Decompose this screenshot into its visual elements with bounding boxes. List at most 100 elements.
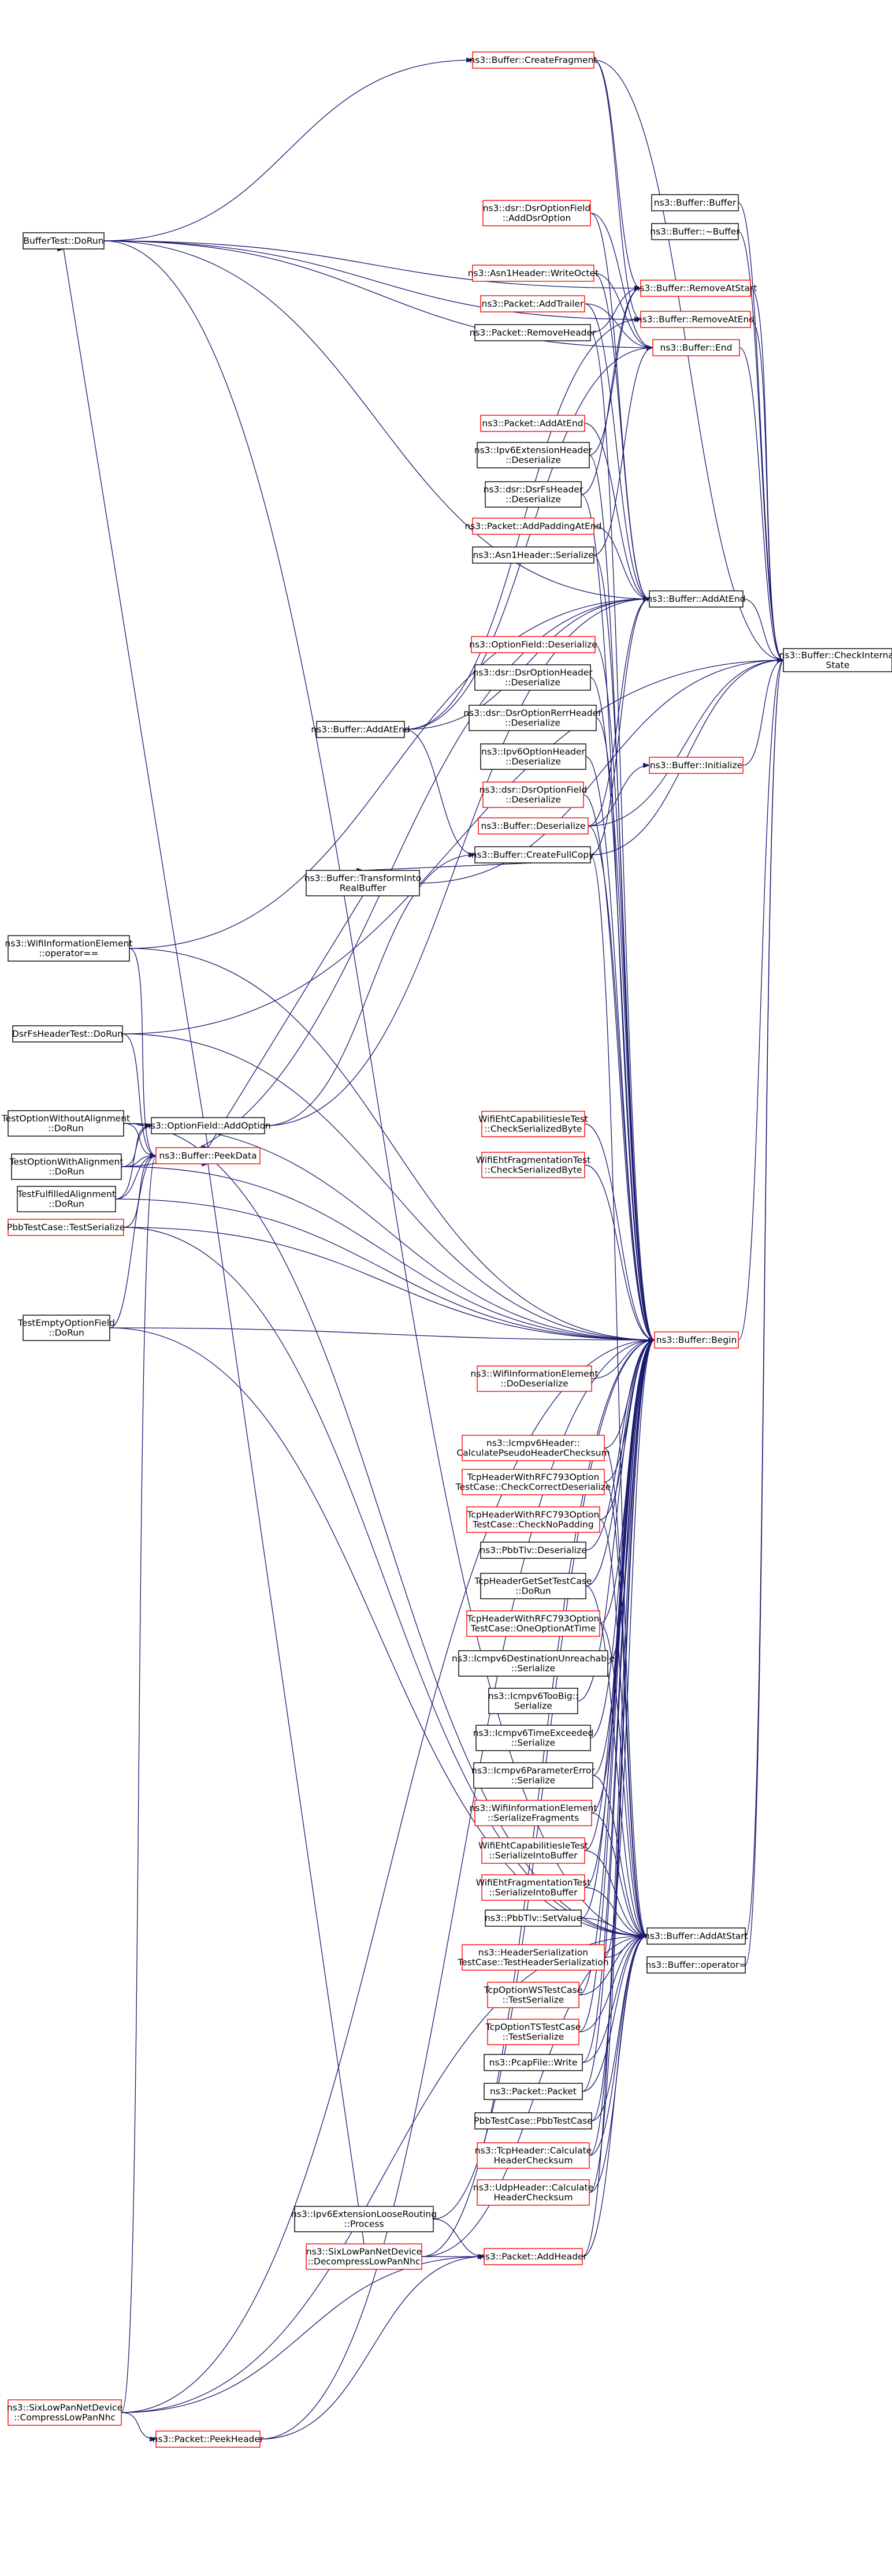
node-sixlow-compress[interactable]: ns3::SixLowPanNetDevice::CompressLowPanN…: [7, 2399, 122, 2426]
node-pbbtlv-setvalue[interactable]: ns3::PbbTlv::SetValue: [485, 1909, 582, 1927]
node-icmpv6-time-exceeded[interactable]: ns3::Icmpv6TimeExceeded::Serialize: [473, 1725, 594, 1751]
edge-wifiinfo-opeq-to-peek-data: [129, 948, 157, 1156]
node-tcp-rfc-check-correct[interactable]: TcpHeaderWithRFC793OptionTestCase::Check…: [455, 1469, 611, 1495]
node-label: ns3::Icmpv6DestinationUnreachable: [452, 1654, 615, 1664]
node-packet-add-trailer[interactable]: ns3::Packet::AddTrailer: [480, 295, 585, 312]
node-buffer-deserialize[interactable]: ns3::Buffer::Deserialize: [478, 817, 589, 835]
node-optionfield-deserialize[interactable]: ns3::OptionField::Deserialize: [469, 636, 597, 653]
node-label: TestOptionWithAlignment: [9, 1157, 124, 1167]
node-peek-data[interactable]: ns3::Buffer::PeekData: [155, 1147, 261, 1164]
node-asn1-write-octet[interactable]: ns3::Asn1Header::WriteOctet: [468, 265, 599, 282]
node-packet-remove-header[interactable]: ns3::Packet::RemoveHeader: [470, 324, 596, 341]
node-initialize[interactable]: ns3::Buffer::Initialize: [649, 757, 744, 774]
node-create-fragment[interactable]: ns3::Buffer::CreateFragment: [470, 51, 597, 69]
node-icmpv6-toobig[interactable]: ns3::Icmpv6TooBig::Serialize: [488, 1688, 578, 1714]
node-box: [646, 1956, 746, 1974]
node-wifiinfo-dodeser[interactable]: ns3::WifiInformationElement::DoDeseriali…: [470, 1365, 599, 1392]
node-box: [481, 1111, 585, 1137]
node-packet-add-padding[interactable]: ns3::Packet::AddPaddingAtEnd: [464, 518, 602, 535]
node-add-at-end-main[interactable]: ns3::Buffer::AddAtEnd: [646, 590, 746, 608]
node-box: [462, 1469, 605, 1495]
node-dsrfs-deserialize[interactable]: ns3::dsr::DsrFsHeader::Deserialize: [484, 481, 583, 508]
node-packet-add-at-end[interactable]: ns3::Packet::AddAtEnd: [480, 415, 585, 432]
node-box: [488, 1688, 578, 1714]
edge-buffertest-dorun-to-create-fragment: [103, 59, 473, 241]
node-pbb-test-serialize[interactable]: PbbTestCase::TestSerialize: [7, 1219, 125, 1236]
node-tcp-rfc-one-option[interactable]: TcpHeaderWithRFC793OptionTestCase::OneOp…: [466, 1610, 600, 1637]
node-wifiinfo-opeq[interactable]: ns3::WifiInformationElement::operator==: [5, 935, 133, 962]
node-dsrrerr-deserialize[interactable]: ns3::dsr::DsrOptionRerrHeader::Deseriali…: [463, 705, 602, 731]
node-add-at-end-2[interactable]: ns3::Buffer::AddAtEnd: [311, 721, 410, 738]
node-ipv6ext-deserialize[interactable]: ns3::Ipv6ExtensionHeader::Deserialize: [474, 442, 593, 468]
node-icmpv6-dest-unreach[interactable]: ns3::Icmpv6DestinationUnreachable::Seria…: [452, 1650, 615, 1677]
node-dsroption-deserialize[interactable]: ns3::dsr::DsrOptionHeader::Deserialize: [473, 664, 593, 691]
node-test-fulfilled[interactable]: TestFulfilledAlignment::DoRun: [17, 1186, 116, 1212]
node-wifiinfo-serfrag[interactable]: ns3::WifiInformationElement::SerializeFr…: [469, 1800, 597, 1826]
node-create-full-copy[interactable]: ns3::Buffer::CreateFullCopy: [471, 846, 594, 863]
node-packet-add-header[interactable]: ns3::Packet::AddHeader: [480, 2248, 588, 2265]
node-remove-at-end[interactable]: ns3::Buffer::RemoveAtEnd: [637, 311, 755, 328]
node-box: [484, 2248, 583, 2265]
edge-arrowhead: [643, 596, 651, 602]
node-test-empty[interactable]: TestEmptyOptionField::DoRun: [17, 1315, 115, 1341]
node-remove-at-start[interactable]: ns3::Buffer::RemoveAtStart: [634, 280, 757, 297]
node-tcp-ws-serialize[interactable]: TcpOptionWSTestCase::TestSerialize: [484, 1982, 583, 2008]
node-packet-peek-header[interactable]: ns3::Packet::PeekHeader: [153, 2430, 264, 2448]
node-buffer-end[interactable]: ns3::Buffer::End: [652, 339, 740, 356]
node-asn1-serialize[interactable]: ns3::Asn1Header::Serialize: [472, 546, 594, 564]
node-dsrfield-deserialize[interactable]: ns3::dsr::DsrOptionField::Deserialize: [480, 781, 588, 808]
node-sixlow-decompress[interactable]: ns3::SixLowPanNetDevice::DecompressLowPa…: [306, 2243, 422, 2270]
node-box: [471, 636, 596, 653]
node-label: ns3::dsr::DsrOptionHeader: [473, 668, 593, 678]
node-ipv6ext-loose[interactable]: ns3::Ipv6ExtensionLooseRouting::Process: [291, 2206, 437, 2232]
node-test-with-align[interactable]: TestOptionWithAlignment::DoRun: [9, 1153, 124, 1180]
node-pbbtlv-deserialize[interactable]: ns3::PbbTlv::Deserialize: [480, 1542, 587, 1559]
edge-packet-packet-to-add-at-start: [582, 1935, 648, 2092]
edge-create-full-copy-to-add-at-end-main: [590, 598, 650, 855]
node-wififrag-check[interactable]: WifiEhtFragmentationTest::CheckSerialize…: [476, 1152, 591, 1178]
node-header-serialization[interactable]: ns3::HeaderSerializationTestCase::TestHe…: [457, 1944, 609, 1971]
node-wififrag-serialize[interactable]: WifiEhtFragmentationTest::SerializeIntoB…: [476, 1874, 591, 1901]
node-buffer-ctor[interactable]: ns3::Buffer::Buffer: [651, 194, 739, 211]
node-box: [466, 1610, 600, 1637]
edge-op-assign-to-target: [745, 660, 784, 1965]
node-buffertest-dorun[interactable]: BufferTest::DoRun: [23, 232, 105, 250]
node-icmpv6-pseudo[interactable]: ns3::Icmpv6Header::CalculatePseudoHeader…: [456, 1435, 610, 1461]
node-packet-packet[interactable]: ns3::Packet::Packet: [484, 2083, 583, 2100]
node-label: State: [826, 660, 849, 671]
edge-wifiinfo-serfrag-to-add-at-start: [591, 1812, 648, 1937]
node-box: [8, 1110, 124, 1137]
node-add-at-start[interactable]: ns3::Buffer::AddAtStart: [644, 1927, 748, 1945]
node-box: [481, 1152, 585, 1178]
node-box: [472, 546, 594, 564]
node-optionfield-add[interactable]: ns3::OptionField::AddOption: [145, 1117, 271, 1134]
node-buffer-dtor[interactable]: ns3::Buffer::~Buffer: [650, 223, 740, 240]
node-icmpv6-param-error[interactable]: ns3::Icmpv6ParameterError::Serialize: [471, 1762, 595, 1789]
edge-test-fulfilled-to-peek-data: [115, 1155, 157, 1200]
node-pcap-write[interactable]: ns3::PcapFile::Write: [484, 2054, 583, 2071]
node-test-without-align[interactable]: TestOptionWithoutAlignment::DoRun: [1, 1110, 130, 1137]
node-label: ::DoRun: [515, 1586, 551, 1596]
node-tcp-ts-serialize[interactable]: TcpOptionTSTestCase::TestSerialize: [485, 2019, 581, 2045]
node-wifiht-check[interactable]: WifiEhtCapabilitiesIeTest::CheckSerializ…: [478, 1111, 588, 1137]
node-pbb-testcase[interactable]: PbbTestCase::PbbTestCase: [474, 2112, 593, 2130]
node-label: ns3::Icmpv6ParameterError: [471, 1766, 595, 1776]
edge-packet-add-trailer-to-add-at-end-main: [584, 303, 650, 600]
node-tcp-rfc-check-nopad[interactable]: TcpHeaderWithRFC793OptionTestCase::Check…: [466, 1506, 600, 1533]
node-label: ::AddDsrOption: [503, 213, 571, 224]
node-ipv6opt-deserialize[interactable]: ns3::Ipv6OptionHeader::Deserialize: [480, 743, 586, 770]
node-tcp-getset[interactable]: TcpHeaderGetSetTestCase::DoRun: [474, 1573, 592, 1599]
node-label: ns3::WifiInformationElement: [5, 939, 132, 949]
node-dsr-add-option[interactable]: ns3::dsr::DsrOptionField::AddDsrOption: [482, 200, 591, 226]
node-dsrfs-dorun[interactable]: DsrFsHeaderTest::DoRun: [12, 1025, 123, 1043]
edge-dsrfs-dorun-to-begin: [122, 1033, 655, 1341]
node-box: [472, 518, 594, 535]
node-begin[interactable]: ns3::Buffer::Begin: [654, 1331, 739, 1349]
node-wifiht-serialize[interactable]: WifiEhtCapabilitiesIeTest::SerializeInto…: [478, 1837, 588, 1864]
node-op-assign[interactable]: ns3::Buffer::operator=: [645, 1956, 747, 1974]
node-label: ::DoRun: [49, 1167, 84, 1177]
